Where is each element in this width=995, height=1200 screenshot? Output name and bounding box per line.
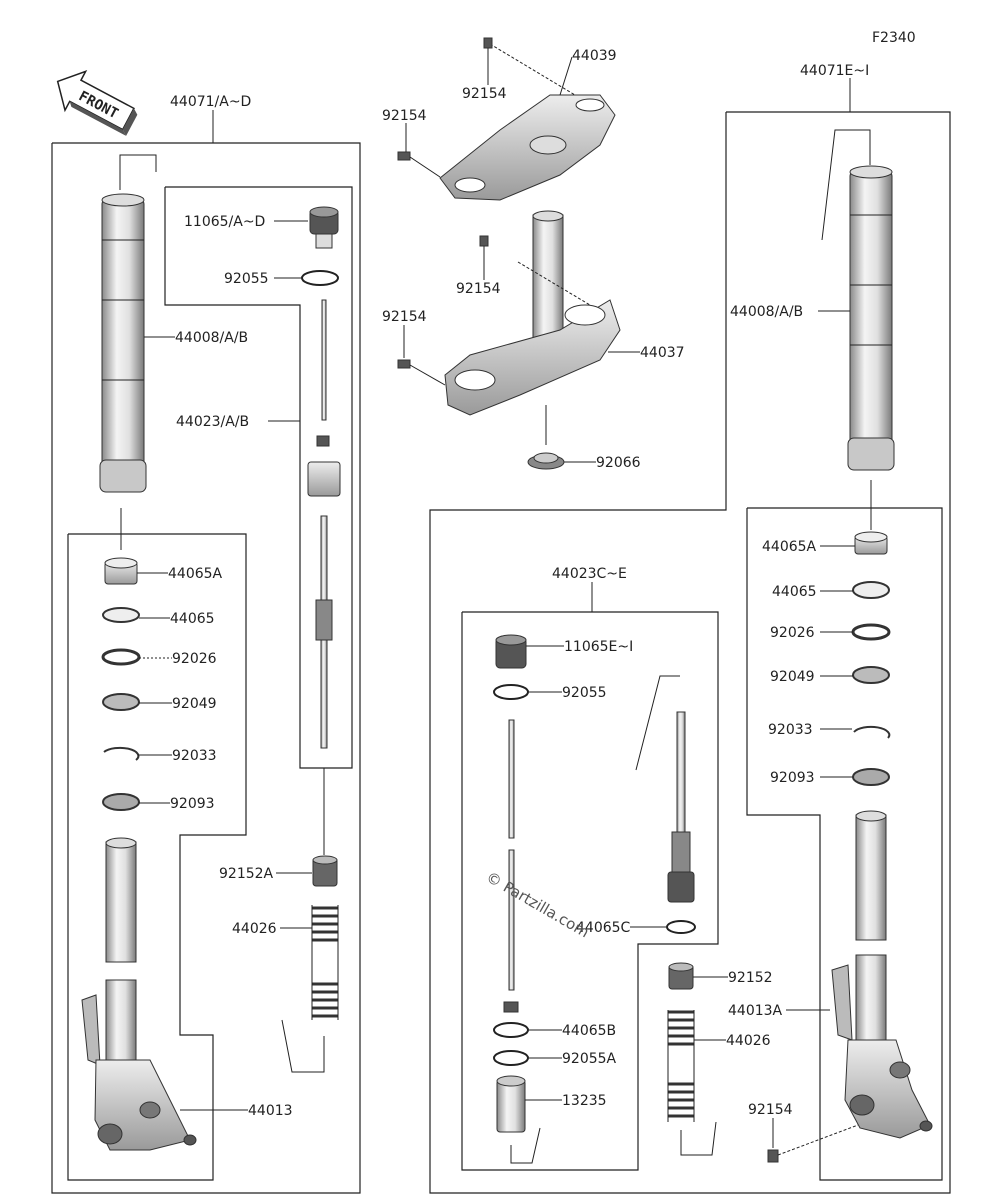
label-44023-c-e: 44023C~E [552, 566, 627, 582]
label-92066: 92066 [596, 455, 641, 471]
bottom-case-44013a [831, 954, 933, 1139]
label-44026-left: 44026 [232, 921, 277, 937]
label-92154-a: 92154 [462, 86, 507, 102]
label-92093-right: 92093 [770, 770, 815, 786]
label-44065b: 44065B [562, 1023, 616, 1039]
bolt-92154-left-upper [397, 151, 411, 161]
dust-seal-92093-left [102, 793, 140, 811]
label-44065a-left: 44065A [168, 566, 223, 582]
ring-44065c [666, 920, 696, 934]
front-arrow-icon: FRONT [56, 70, 138, 136]
label-44039: 44039 [572, 48, 617, 64]
adjuster-rod-right [508, 719, 515, 839]
damper-rod-right [635, 675, 695, 903]
label-44037: 44037 [640, 345, 685, 361]
label-44008-a: 44008/A/B [175, 330, 248, 346]
bolt-92154-top [483, 37, 493, 49]
fork-cap-bolt-left [309, 206, 339, 249]
bolt-92154-stem [479, 235, 489, 247]
label-92049-right: 92049 [770, 669, 815, 685]
washer-92026-left [101, 648, 141, 666]
diagram-id: F2340 [872, 30, 916, 46]
outer-tube-right [821, 129, 895, 530]
label-11065-a-d: 11065/A~D [184, 214, 265, 230]
spring-44026-left [311, 905, 339, 1020]
label-92154-b: 92154 [382, 108, 427, 124]
label-44013a: 44013A [728, 1003, 783, 1019]
label-11065-e-i: 11065E~I [564, 639, 633, 655]
collar-13235 [496, 1075, 526, 1133]
label-92093-left: 92093 [170, 796, 215, 812]
oil-seal-92049-right [852, 666, 890, 684]
label-44065-right: 44065 [772, 584, 817, 600]
label-44071-e-i: 44071E~I [800, 63, 869, 79]
label-92154-e: 92154 [748, 1102, 793, 1118]
label-92152a: 92152A [219, 866, 274, 882]
label-44071-a-d: 44071/A~D [170, 94, 251, 110]
o-ring-92055-right [493, 684, 529, 700]
right-fork-box: 44071E~I 44023C~E [429, 63, 951, 1194]
dust-seal-92093-right [852, 768, 890, 786]
bushing-44065-left [102, 607, 140, 623]
bushing-44065-right [852, 581, 890, 599]
spring-44026-right [667, 1010, 695, 1122]
label-92055-a: 92055 [224, 271, 269, 287]
bolt-92154-left-lower [397, 359, 411, 369]
label-44013: 44013 [248, 1103, 293, 1119]
label-92154-c: 92154 [456, 281, 501, 297]
upper-bracket-44039 [439, 94, 616, 201]
label-92055a: 92055A [562, 1051, 617, 1067]
washer-92026-right [851, 623, 891, 641]
label-92026-right: 92026 [770, 625, 815, 641]
label-92033-left: 92033 [172, 748, 217, 764]
o-ring-92055a [493, 1050, 529, 1066]
label-44008-b: 44008/A/B [730, 304, 803, 320]
label-44065-left: 44065 [170, 611, 215, 627]
label-92055-b: 92055 [562, 685, 607, 701]
seal-92066 [527, 452, 565, 470]
ring-44065b [493, 1022, 529, 1038]
label-92152: 92152 [728, 970, 773, 986]
nut-92152 [668, 962, 694, 990]
o-ring-92055-left [301, 270, 339, 286]
circlip-92033-left [103, 746, 140, 761]
stem-44037 [444, 210, 621, 416]
bushing-44065a-right [854, 531, 888, 555]
label-44065a-right: 44065A [762, 539, 817, 555]
inner-tube-right [855, 810, 887, 941]
bolt-92154-axle [767, 1149, 779, 1163]
watermark: © Partzilla.com [483, 868, 592, 941]
bushing-44065a-left [104, 557, 138, 585]
left-fork-box: 44071/A~D [51, 94, 361, 1194]
label-13235: 13235 [562, 1093, 607, 1109]
oil-seal-92049-left [102, 693, 140, 711]
inner-tube-left [105, 837, 137, 963]
label-92049-left: 92049 [172, 696, 217, 712]
label-44026-right: 44026 [726, 1033, 771, 1049]
label-44023-a-b: 44023/A/B [176, 414, 249, 430]
damper-rod-left [307, 299, 341, 749]
outer-tube-left [99, 154, 157, 550]
bottom-case-44013-left [81, 979, 197, 1151]
fork-cap-bolt-right [495, 634, 527, 669]
push-rod-right [508, 849, 515, 991]
label-92033-right: 92033 [768, 722, 813, 738]
nut-44065b [503, 1001, 519, 1013]
label-92026-left: 92026 [172, 651, 217, 667]
nut-92152a [312, 855, 338, 887]
label-44065c: 44065C [576, 920, 631, 936]
label-92154-d: 92154 [382, 309, 427, 325]
circlip-92033-right [853, 725, 891, 739]
